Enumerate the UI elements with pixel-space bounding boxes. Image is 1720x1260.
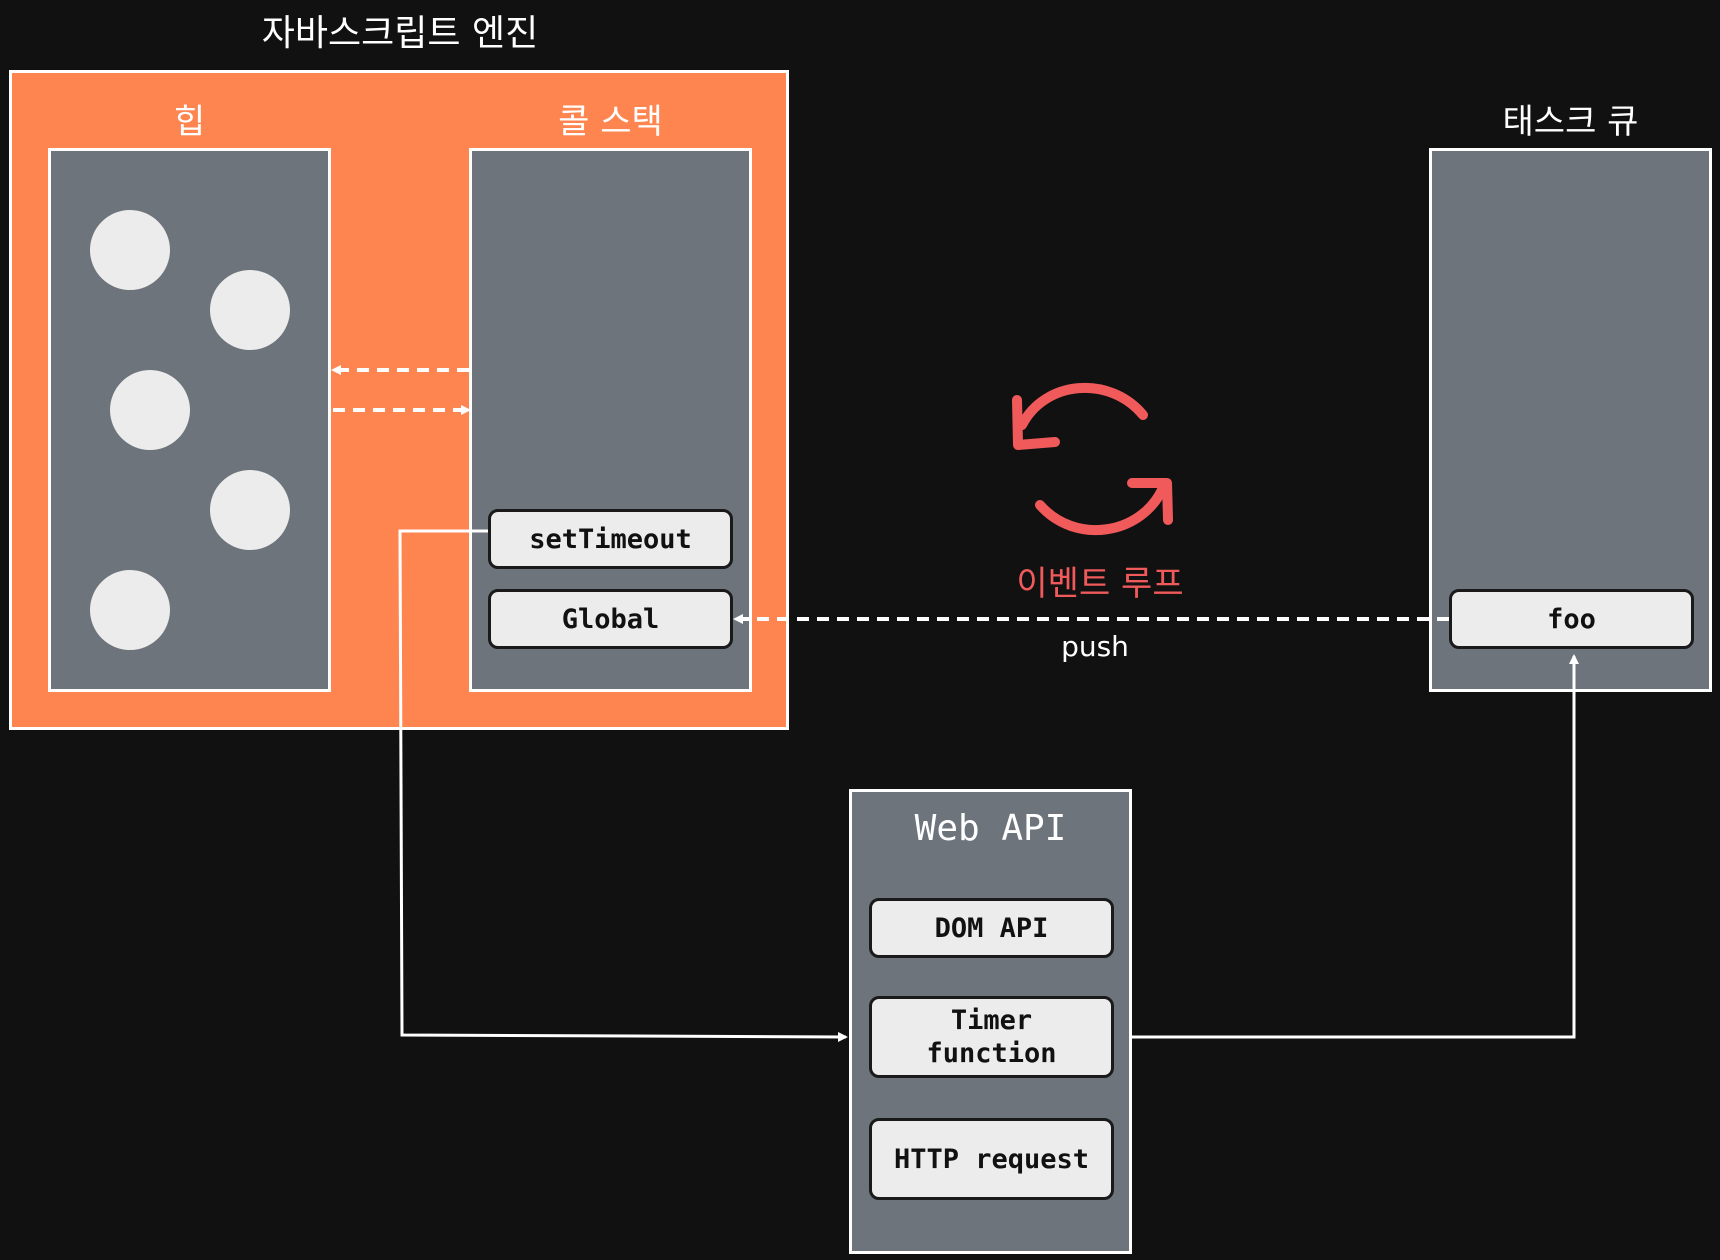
heap-object	[210, 270, 290, 350]
web-api-item-timer: Timer function	[869, 996, 1114, 1078]
heap-object	[90, 570, 170, 650]
webapi-to-task-queue-connector	[1132, 654, 1579, 1039]
heap-object	[90, 210, 170, 290]
web-api-item-http: HTTP request	[869, 1118, 1114, 1200]
web-api-item-dom: DOM API	[869, 898, 1114, 958]
call-stack-frame-global: Global	[488, 589, 733, 649]
call-stack-frame-settimeout: setTimeout	[488, 509, 733, 569]
heap-objects	[90, 210, 290, 650]
settimeout-to-webapi-connector	[398, 529, 848, 1042]
engine-title: 자바스크립트 엔진	[261, 13, 539, 54]
event-loop-label: 이벤트 루프	[1016, 564, 1184, 604]
push-label: push	[1061, 630, 1129, 663]
refresh-cycle-icon	[1012, 382, 1173, 536]
web-api-title: Web API	[914, 808, 1067, 849]
call-stack-title: 콜 스택	[558, 102, 663, 142]
heap-object	[110, 370, 190, 450]
heap-title: 힙	[173, 102, 206, 142]
task-queue-item-foo: foo	[1449, 589, 1694, 649]
task-queue-title: 태스크 큐	[1502, 102, 1639, 142]
heap-object	[210, 470, 290, 550]
